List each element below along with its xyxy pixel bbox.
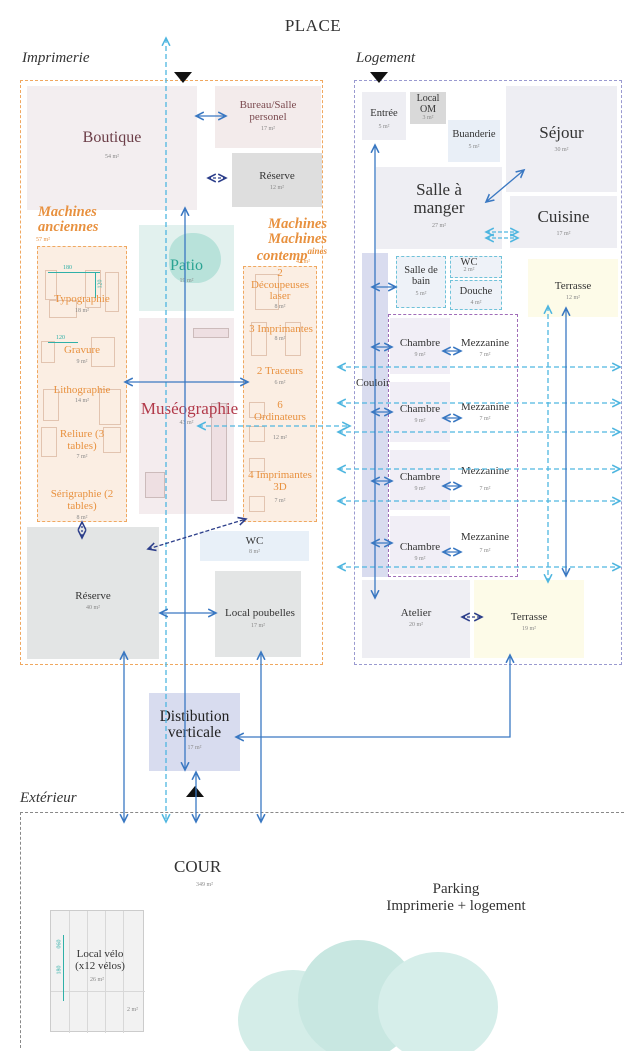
group-area-42: 42 m² [296, 259, 310, 265]
chambres-frame [388, 314, 518, 577]
room-distribution-verticale: Distibution verticale 17 m² [149, 693, 240, 771]
patio-tree [169, 233, 221, 283]
exterieur-zone-frame [20, 812, 624, 1048]
zone-title-logement: Logement [356, 50, 416, 66]
desk [249, 402, 265, 418]
entrance-marker-cour [186, 786, 204, 797]
room-terrasse-bottom: Terrasse 19 m² [474, 580, 584, 658]
page-title: PLACE [284, 16, 342, 35]
display-case [193, 328, 229, 338]
room-bureau: Bureau/Salle personel 17 m² [215, 86, 321, 148]
room-imprimantes: 3 Imprimantes 8 m² [245, 318, 315, 358]
room-sejour: Séjour 30 m² [506, 86, 617, 192]
table [41, 427, 57, 457]
room-boutique: Boutique 54 m² [27, 86, 197, 210]
parking-label: Parking Imprimerie + logement [386, 881, 526, 914]
machine [255, 274, 279, 310]
room-couloir: Couloir [356, 253, 390, 577]
dimension-vertical [95, 272, 96, 298]
cour-area: 349 m² [196, 882, 213, 888]
bike-slot [69, 911, 88, 991]
room-serigraphie: Sérigraphie (2 tables) 8 m² [50, 488, 114, 521]
dimension-label-060: 060 [56, 939, 63, 949]
dimension-label-120: 120 [56, 335, 65, 341]
room-wc-imprimerie: WC 8 m² [200, 531, 309, 561]
imprimerie-zone-frame [20, 80, 323, 665]
room-entree: Entrée 5 m² [362, 92, 406, 140]
machine [251, 322, 267, 356]
room-reserve-big: Réserve 40 m² [27, 527, 159, 659]
bike-slot [51, 911, 70, 991]
room-museographie: Muséographie 43 m² [139, 318, 238, 514]
room-decoupeuses: 2 Découpeuses laser 8 m² [250, 267, 310, 310]
room-salle-a-manger: Salle à manger 27 m² [376, 167, 502, 249]
room-chambre-2: Chambre 9 m² [390, 382, 450, 442]
room-atelier: Atelier 20 m² [362, 580, 470, 658]
machine [91, 337, 115, 367]
room-wc-logement: WC 2 m² [450, 256, 502, 278]
machine [43, 389, 59, 421]
display-case [145, 472, 165, 498]
dimension-180 [48, 272, 100, 273]
group-frame-machines-anciennes [37, 246, 127, 522]
room-mezzanine-1: Mezzanine 7 m² [460, 337, 510, 358]
room-cuisine: Cuisine 17 m² [510, 196, 617, 248]
bike-slot [51, 991, 145, 992]
dimension-label-180: 180 [63, 265, 72, 271]
room-terrasse-top: Terrasse 12 m² [528, 259, 618, 317]
dimension-120 [48, 342, 78, 343]
room-local-poubelles: Local poubelles 17 m² [215, 571, 301, 657]
cour-label: COUR [174, 857, 222, 876]
room-chambre-1: Chambre 9 m² [390, 318, 450, 374]
room-ordinateurs: 6 Ordinateurs 12 m² [245, 398, 315, 448]
room-reliure: Reliure (3 tables) 7 m² [39, 427, 125, 485]
room-gravure: Gravure 9 m² [39, 333, 125, 377]
room-patio: Patio 19 m² [139, 225, 234, 311]
bike-slot [87, 911, 106, 991]
room-lithographie: Lithographie 14 m² [39, 383, 125, 427]
room-imprimantes3d: 4 Imprimantes 3D 7 m² [245, 452, 315, 518]
room-local-velo: 060 180 Local vélo (x12 vélos) 26 m² 2 m… [50, 910, 145, 1033]
machine [85, 270, 101, 308]
dimension-vertical-velo [63, 935, 64, 1001]
velo-small-area: 2 m² [127, 1007, 138, 1013]
bike-slot [69, 991, 70, 1033]
bike-slot [105, 991, 106, 1033]
room-douche: Douche 4 m² [450, 280, 502, 310]
tree-canopy [378, 952, 498, 1051]
machine [249, 458, 265, 472]
machine [45, 270, 57, 300]
bike-slot [87, 991, 88, 1033]
room-traceurs: 2 Traceurs 6 m² [256, 365, 304, 386]
room-reserve-top: Réserve 12 m² [232, 153, 322, 207]
room-salle-de-bain: Salle de bain 5 m² [396, 256, 446, 308]
zone-title-exterieur: Extérieur [20, 790, 77, 806]
machine [49, 300, 77, 318]
bike-slot [105, 911, 124, 991]
entrance-marker-logement [370, 72, 388, 83]
dimension-label-vertical: 120 [97, 279, 104, 289]
machine [99, 389, 121, 425]
machine [41, 341, 55, 363]
room-buanderie: Buanderie 5 m² [448, 120, 500, 162]
machine [249, 496, 265, 512]
room-mezzanine-4: Mezzanine 7 m² [460, 531, 510, 554]
group-area-57: 57 m² [36, 237, 50, 243]
room-typographie: Typographie 18 m² [39, 250, 125, 325]
entrance-marker-imprimerie [174, 72, 192, 83]
table [103, 427, 121, 453]
bike-slot [123, 991, 124, 1033]
arrow-path [236, 655, 510, 737]
room-mezzanine-3: Mezzanine 7 m² [460, 465, 510, 492]
machine [285, 322, 301, 356]
room-chambre-4: Chambre 9 m² [390, 516, 450, 574]
room-local-om: Local OM 3 m² [410, 92, 446, 124]
room-chambre-3: Chambre 9 m² [390, 450, 450, 510]
parking-trees [228, 930, 528, 1051]
machine [105, 272, 119, 312]
group-title-machines-anciennes: Machines anciennes [38, 204, 99, 236]
zone-title-imprimerie: Imprimerie [22, 50, 90, 66]
room-mezzanine-2: Mezzanine 7 m² [460, 401, 510, 422]
